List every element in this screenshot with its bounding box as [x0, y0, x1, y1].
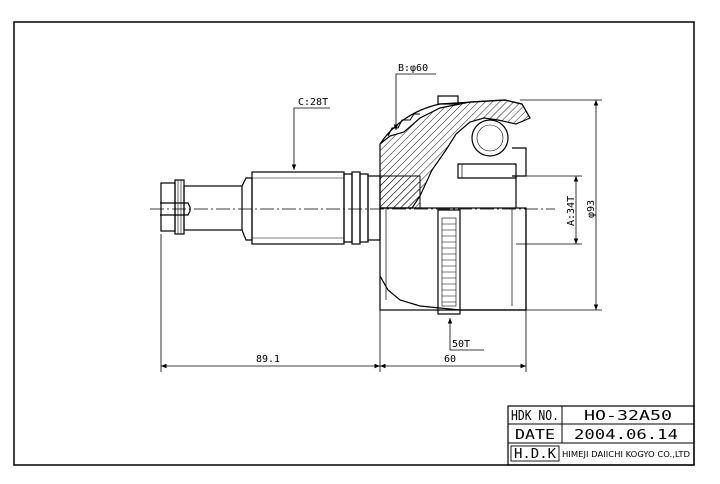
- shaft-step-rings: [343, 171, 381, 245]
- drawing-border: [13, 21, 695, 466]
- part-no-value: HO-32A50: [584, 409, 672, 424]
- logo-box: [510, 445, 560, 462]
- shaft-spline-leader: [291, 107, 330, 170]
- shaft-length-label: 89.1: [256, 354, 280, 365]
- part-no-label: HDK NO.: [511, 409, 559, 424]
- inner-spline-label: A:34T: [566, 196, 577, 226]
- abs-ring-leader: [447, 318, 484, 351]
- shaft-tip: [160, 179, 243, 235]
- housing-body: [379, 176, 527, 311]
- shaft-spline-section: [251, 171, 345, 245]
- outer-diameter-label: φ93: [586, 200, 597, 218]
- company-name: HIMEJI DAIICHI KOGYO CO.,LTD: [562, 450, 691, 459]
- ball: [471, 119, 509, 157]
- inner-race: [457, 147, 527, 179]
- flange-hatch: [379, 175, 421, 209]
- boot-diameter-label: B:φ60: [398, 63, 428, 74]
- date-value: 2004.06.14: [574, 428, 678, 443]
- housing-outline: [379, 99, 531, 145]
- date-label: DATE: [515, 428, 555, 443]
- boot-diameter-leader: [393, 73, 436, 130]
- housing-length-label: 60: [444, 354, 456, 365]
- title-block: [507, 405, 695, 466]
- shaft-spline-label: C:28T: [298, 97, 328, 108]
- abs-ring-label: 50T: [452, 339, 470, 350]
- company-logo: H.D.K: [514, 447, 556, 462]
- cv-joint-drawing: [150, 95, 555, 315]
- dimension-lines: [160, 73, 602, 372]
- abs-tone-ring: [437, 209, 461, 315]
